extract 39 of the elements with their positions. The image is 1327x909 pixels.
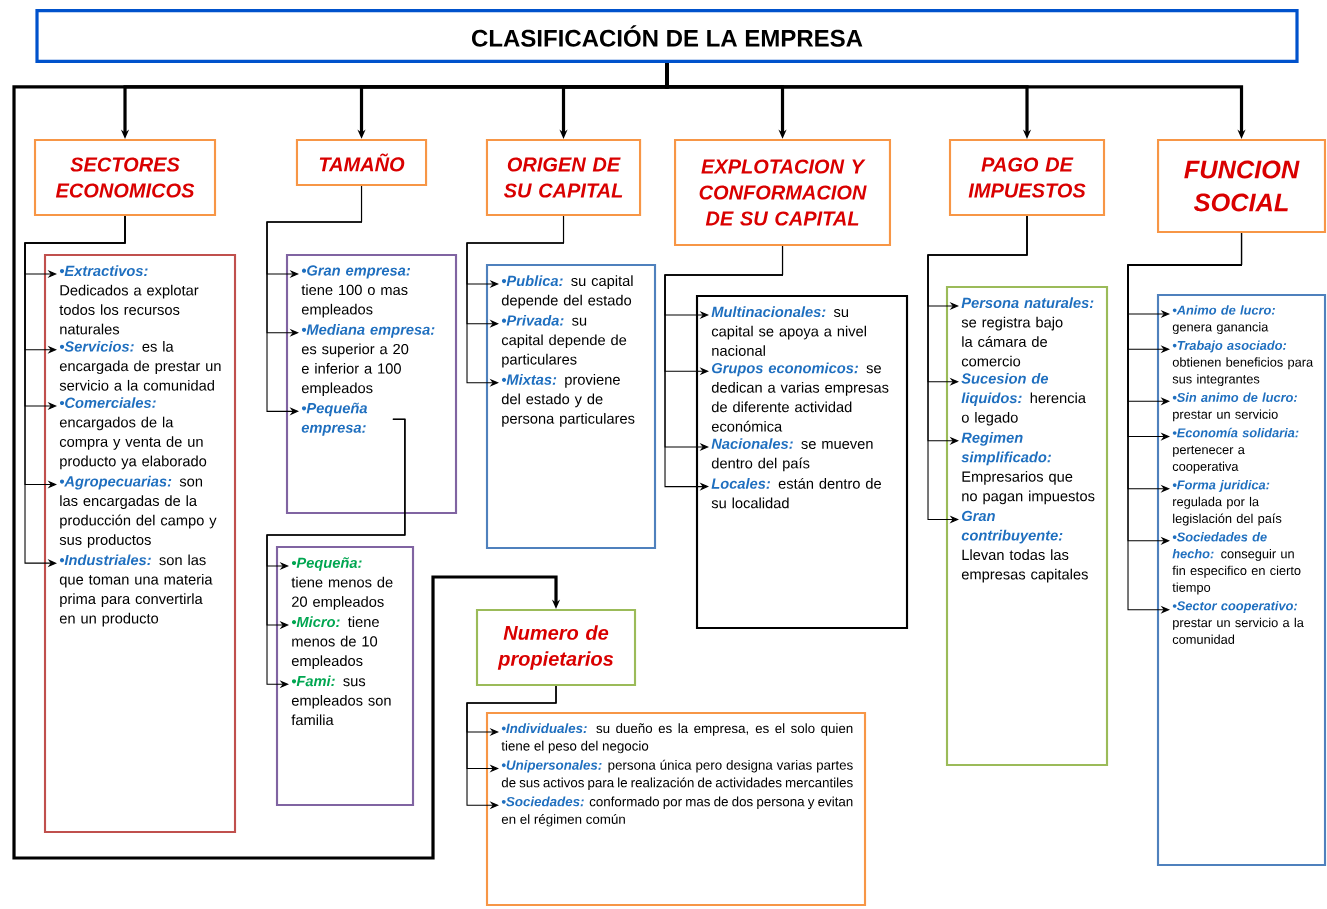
- list-item: •Sociedades: conformado por mas de dos persona y evitan en el régimen común: [501, 796, 853, 827]
- category-box: PAGO DE IMPUESTOS: [948, 138, 1106, 217]
- category-box: EXPLOTACION Y CONFORMACION DE SU CAPITAL: [673, 138, 892, 247]
- list-item: •Mediana empresa: es superior a 20 e inferior a 100 empleados: [301, 324, 435, 397]
- category-box: SECTORES ECONOMICOS: [33, 138, 217, 217]
- category-box: ORIGEN DE SU CAPITAL: [485, 138, 642, 217]
- list-item: •Forma juridica: regulada por la legislación del país: [1172, 480, 1282, 526]
- list-item: •Animo de lucro: genera ganancia: [1172, 305, 1275, 334]
- list-item: Sucesion de liquidos: herencia o legado: [961, 372, 1086, 426]
- list-box: [1156, 293, 1327, 867]
- list-item: •Sin animo de lucro: prestar un servicio: [1172, 392, 1297, 422]
- list-box: [485, 711, 867, 907]
- list-item: •Pequeña empresa:: [301, 402, 368, 436]
- list-item: •Mixtas: proviene del estado y de persona particulares: [501, 374, 635, 427]
- list-box: [285, 253, 458, 515]
- list-box: [485, 263, 657, 550]
- list-box: [43, 253, 237, 834]
- category-box: TAMAÑO: [295, 138, 428, 187]
- list-item: •Sector cooperativo: prestar un servicio a la comunidad: [1172, 600, 1304, 644]
- list-box: [695, 294, 909, 630]
- arrow: [12, 62, 669, 860]
- list-item: Gran contribuyente: Llevan todas las empresas capitales: [961, 510, 1088, 583]
- list-item: •Sociedades de hecho: conseguir un fin especifico en cierto tiempo: [1172, 532, 1301, 595]
- list-item: Locales: están dentro de su localidad: [711, 477, 881, 509]
- list-item: Persona naturales: se registra bajo la cámara de comercio: [961, 297, 1094, 367]
- list-item: Multinacionales: su capital se apoya a nivel nacional: [711, 306, 866, 356]
- arrow: [466, 215, 565, 387]
- list-box: [945, 285, 1109, 767]
- category-box: Numero de propietarios: [475, 608, 637, 687]
- list-box: [275, 545, 415, 807]
- list-item: •Gran empresa: tiene 100 o mas empleados: [301, 265, 410, 318]
- list-item: •Trabajo asociado: obtienen beneficios para sus integrantes: [1172, 340, 1314, 387]
- list-item: •Servicios: es la encargada de prestar un servicio a la comunidad: [59, 340, 221, 391]
- list-item: •Industriales: son las que toman una materia prima para convertirla en un producto: [59, 554, 213, 627]
- list-item: Regimen simplificado: Empresarios que no pagan impuestos: [961, 432, 1095, 505]
- list-item: •Economía solidaria: pertenecer a cooperativa: [1172, 427, 1299, 474]
- category-box: FUNCION SOCIAL: [1157, 138, 1327, 234]
- title-box: CLASIFICACIÓN DE LA EMPRESA: [35, 9, 1299, 63]
- list-item: •Fami: sus empleados son familia: [291, 675, 391, 726]
